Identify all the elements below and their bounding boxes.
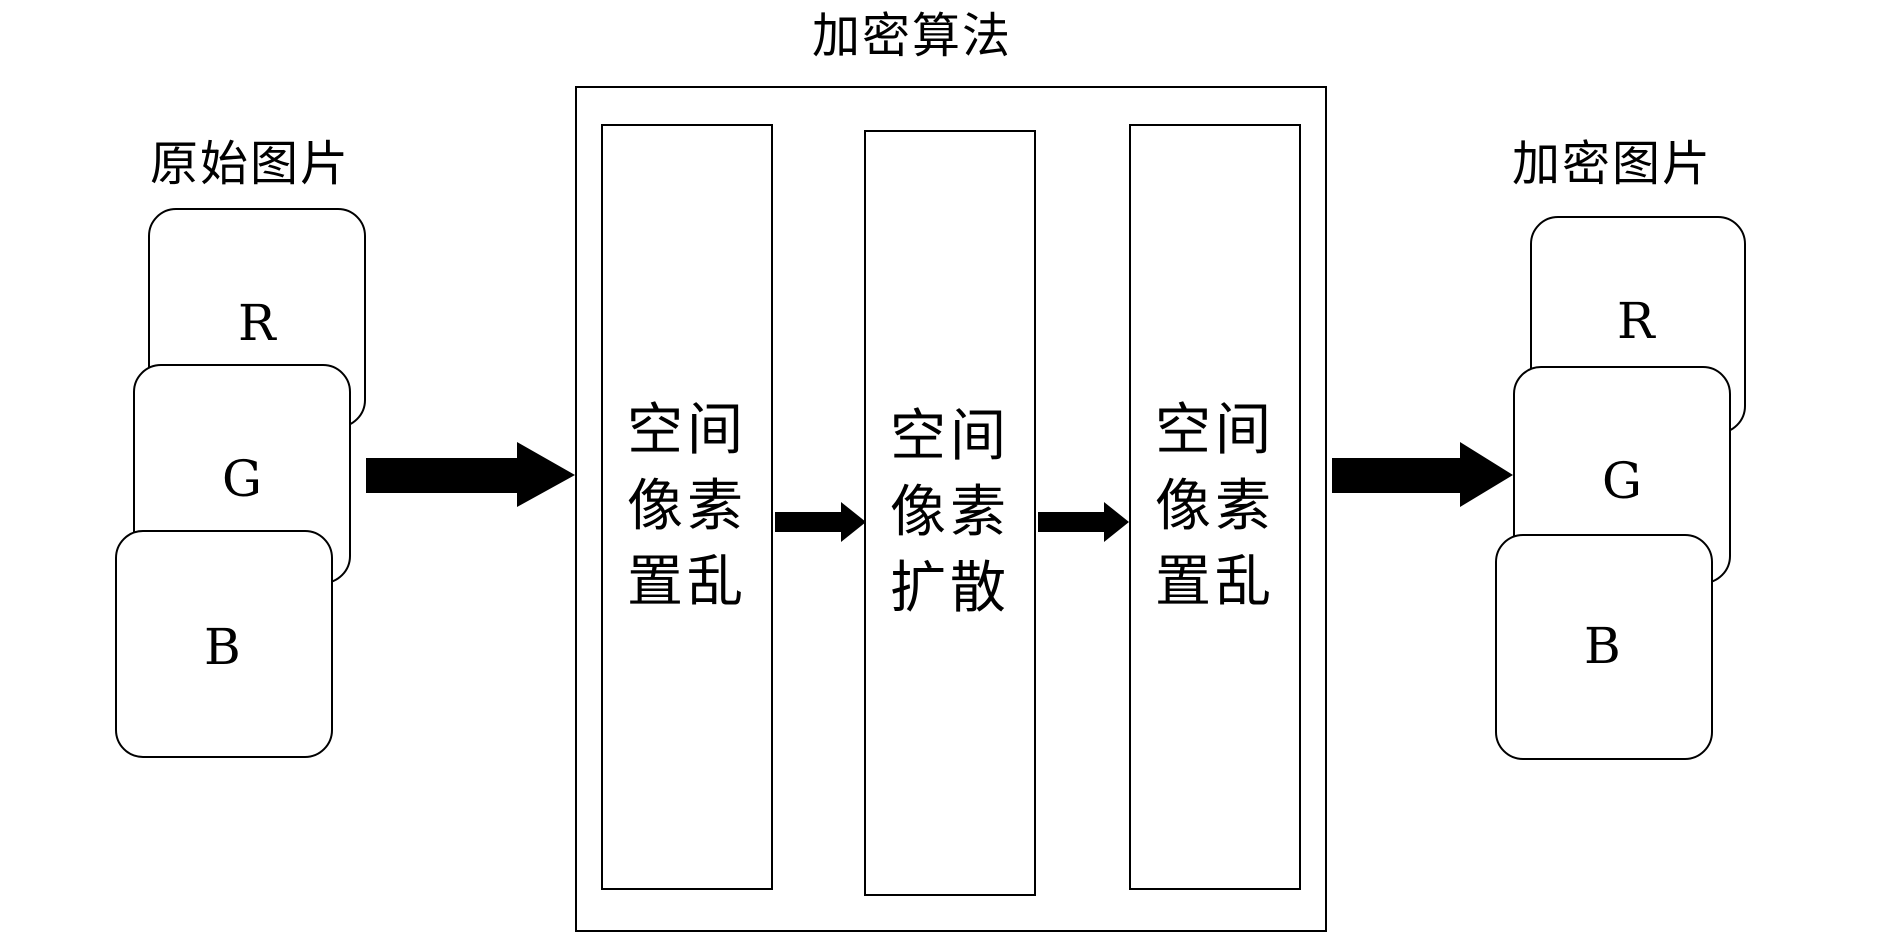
input-channel-card-b: B [115, 530, 333, 758]
algorithm-step-2: 空间像素扩散 [864, 130, 1036, 896]
arrow-input-to-algorithm [366, 442, 575, 507]
input-channel-label-b: B [204, 618, 241, 676]
algorithm-step-1: 空间像素置乱 [601, 124, 773, 890]
output-channel-label-b: B [1584, 617, 1621, 675]
input-channel-label-g: G [222, 450, 262, 508]
output-channel-card-b: B [1495, 534, 1713, 760]
input-title: 原始图片 [150, 136, 351, 192]
output-title: 加密图片 [1512, 136, 1713, 192]
algorithm-title: 加密算法 [812, 8, 1013, 64]
algorithm-step-3: 空间像素置乱 [1129, 124, 1301, 890]
algorithm-step-2-label: 空间像素扩散 [890, 404, 1010, 621]
output-channel-label-r: R [1617, 292, 1655, 350]
algorithm-step-1-label: 空间像素置乱 [627, 398, 747, 615]
output-channel-label-g: G [1602, 452, 1642, 510]
input-channel-label-r: R [238, 294, 276, 352]
algorithm-step-3-label: 空间像素置乱 [1155, 398, 1275, 615]
arrow-algorithm-to-output [1332, 442, 1513, 507]
